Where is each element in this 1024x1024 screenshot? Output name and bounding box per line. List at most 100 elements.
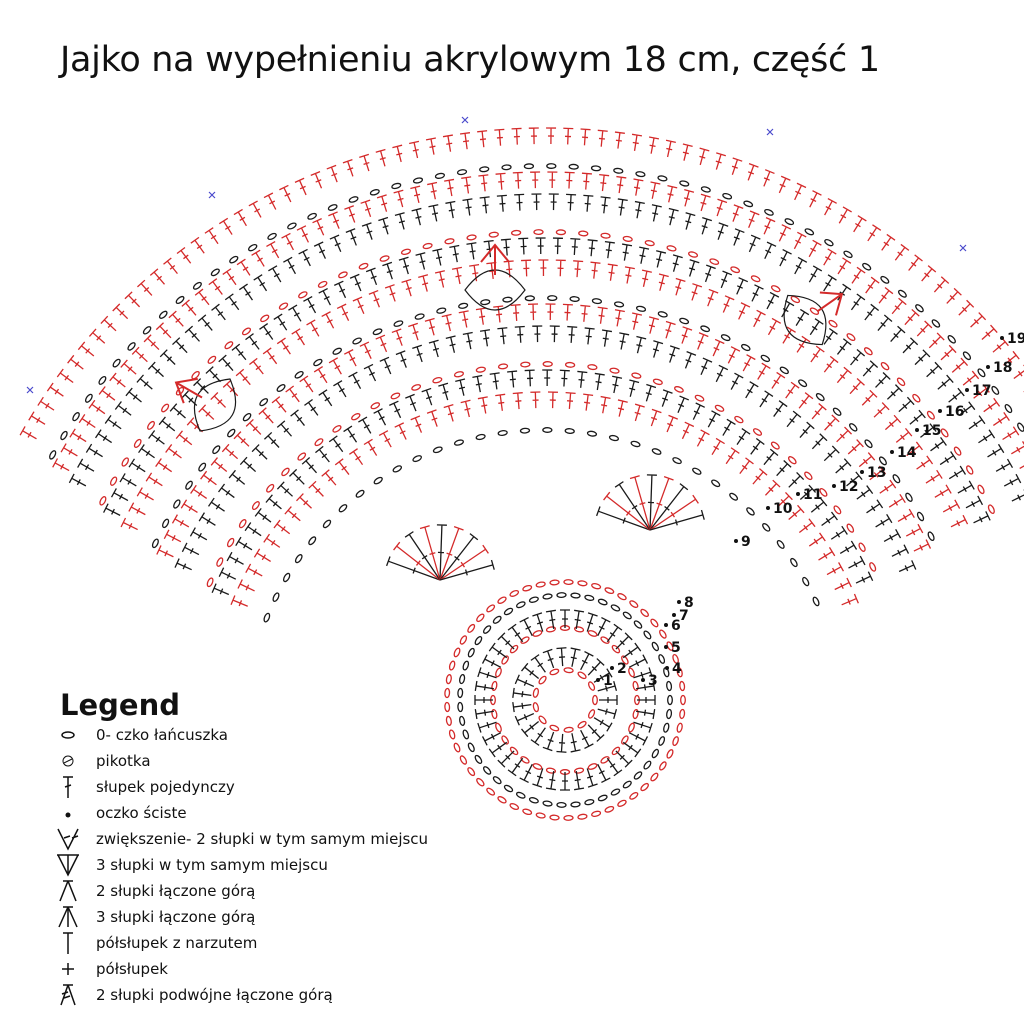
legend-item: półsłupek (50, 956, 428, 982)
chain-stitch (722, 192, 733, 200)
dc-stitch (636, 680, 656, 691)
dc-stitch (230, 595, 248, 607)
dc-stitch (824, 197, 837, 216)
legend-item: 3 słupki łączone górą (50, 904, 428, 930)
dc-stitch (299, 375, 314, 393)
chain-stitch (520, 636, 530, 644)
chain-stitch (621, 735, 629, 745)
dc-stitch (348, 448, 364, 466)
dc-stitch (799, 484, 817, 500)
dc-stitch (701, 216, 713, 235)
chain-stitch (448, 660, 456, 671)
dc-stitch (67, 354, 84, 370)
chain-stitch (510, 229, 522, 236)
dc-stitch (691, 283, 703, 301)
dc-stitch (636, 709, 656, 720)
chain-stitch (628, 667, 635, 678)
dc-stitch (472, 374, 483, 393)
dc-stitch (570, 733, 581, 753)
dc-stitch (411, 207, 422, 226)
dc-stitch (597, 708, 618, 720)
chain-stitch (206, 577, 214, 588)
chain-stitch (466, 234, 477, 241)
dc-stitch (738, 302, 751, 320)
chain-stitch (313, 358, 323, 367)
dc-stitch (521, 662, 540, 680)
dc-stitch (321, 311, 335, 329)
dc-stitch (77, 341, 95, 357)
chain-stitch (457, 701, 464, 713)
pineapple-arrow (174, 377, 203, 404)
dc-stitch (616, 175, 627, 194)
chain-stitch (613, 301, 625, 308)
dc-stitch (343, 349, 357, 367)
dc-stitch (894, 243, 910, 261)
chain-stitch (459, 674, 466, 685)
marker-x (766, 128, 774, 136)
chain-stitch (488, 231, 499, 238)
chain-stitch (915, 304, 924, 313)
dc-stitch (747, 163, 759, 181)
dc-stitch (547, 171, 558, 189)
dc-stitch (973, 384, 990, 399)
pineapple-motif (464, 269, 526, 311)
dc-stitch (597, 129, 608, 147)
dc-stitch (973, 511, 991, 524)
chain-stitch (577, 671, 587, 680)
chain-stitch (741, 343, 751, 352)
dc-stitch (615, 750, 633, 768)
dc-stitch (839, 540, 858, 554)
chain-stitch (977, 484, 985, 495)
chain-stitch (226, 537, 235, 548)
chain-stitch (622, 780, 632, 789)
dc-stitch (764, 241, 777, 259)
dc-stitch (622, 243, 633, 261)
dc-stitch (233, 431, 250, 447)
chain-stitch (652, 378, 663, 386)
dc-stitch (622, 741, 642, 758)
dc-stitch (285, 385, 300, 403)
chain-stitch (453, 439, 464, 446)
dc-stitch (580, 128, 591, 146)
chain-stitch (563, 726, 574, 733)
slip-stitch-dot (677, 600, 681, 604)
dc-stitch (587, 658, 605, 676)
dc-stitch (646, 474, 657, 531)
dc-stitch (908, 254, 923, 271)
dc-stitch (811, 403, 827, 420)
dc-stitch (408, 322, 419, 341)
dc-stitch (886, 384, 903, 400)
dc-stitch (565, 391, 576, 409)
dc-stitch (617, 198, 628, 216)
chain-stitch (515, 601, 526, 609)
dc-stitch (149, 268, 166, 285)
chain-stitch (457, 687, 464, 699)
dc-stitch (891, 544, 910, 557)
dc-stitch (514, 674, 535, 688)
chain-stitch (462, 660, 470, 671)
chain-stitch (651, 748, 660, 759)
dc-stitch (56, 368, 74, 384)
chain-stitch (663, 722, 670, 733)
chain-stitch (644, 240, 655, 247)
dc-stitch (877, 314, 893, 331)
chain-stitch (591, 583, 602, 590)
dc-stitch (681, 421, 695, 440)
chain-stitch (622, 611, 632, 620)
dc-stitch (103, 503, 121, 516)
chain-stitch (276, 384, 286, 392)
dc-stitch (560, 609, 570, 628)
dc-stitch (524, 369, 535, 387)
dc-stitch (958, 299, 975, 316)
dc-stitch (466, 242, 477, 260)
chain-stitch (858, 542, 866, 552)
dc-stitch (933, 276, 950, 293)
dc-stitch (394, 212, 405, 230)
marker-x (208, 191, 216, 199)
dc-stitch (1003, 350, 1020, 366)
dc-stitch (548, 193, 559, 211)
chain-stitch (632, 680, 639, 692)
chain-stitch (475, 366, 486, 373)
dc-stitch (567, 325, 578, 343)
chain-stitch (524, 295, 535, 302)
